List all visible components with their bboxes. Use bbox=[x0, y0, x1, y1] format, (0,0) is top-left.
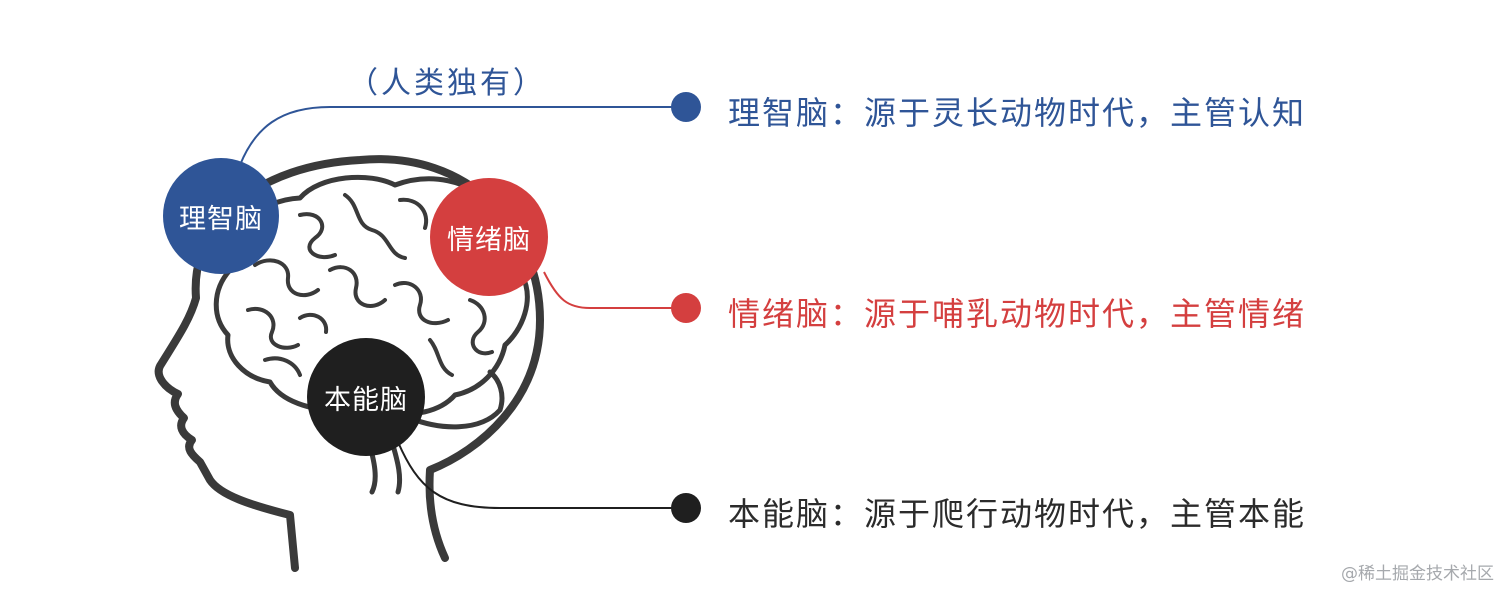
rational-brain-node-label: 理智脑 bbox=[179, 203, 263, 235]
head-outline bbox=[154, 155, 544, 572]
emotional-dot bbox=[671, 293, 701, 323]
instinct-brain-node: 本能脑 bbox=[307, 338, 425, 456]
brain-outline bbox=[213, 174, 530, 420]
instinct-brain-node-label: 本能脑 bbox=[324, 384, 408, 416]
rational-dot bbox=[671, 92, 701, 122]
emotional-connector bbox=[543, 271, 686, 309]
instinct-dot bbox=[671, 493, 701, 523]
rational-brain-node: 理智脑 bbox=[163, 158, 279, 274]
annotation-text: （人类独有） bbox=[348, 66, 546, 101]
rational-brain-description: 理智脑：源于灵长动物时代，主管认知 bbox=[728, 94, 1307, 132]
emotional-brain-description: 情绪脑：源于哺乳动物时代，主管情绪 bbox=[728, 295, 1307, 333]
instinct-brain-description: 本能脑：源于爬行动物时代，主管本能 bbox=[728, 495, 1307, 533]
emotional-brain-node-label: 情绪脑 bbox=[447, 224, 531, 256]
cerebellum-outline bbox=[407, 369, 505, 430]
watermark: @稀土掘金技术社区 bbox=[1341, 564, 1494, 584]
emotional-brain-node: 情绪脑 bbox=[430, 178, 548, 296]
rational-connector bbox=[239, 106, 686, 166]
instinct-connector bbox=[397, 441, 686, 509]
